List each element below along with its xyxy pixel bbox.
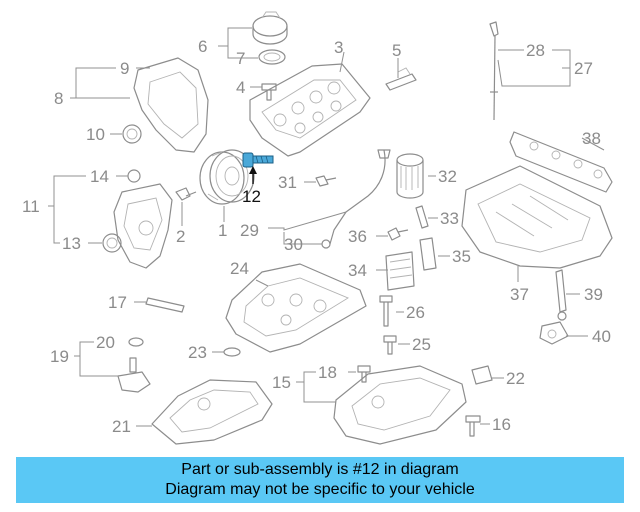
callout-32[interactable]: 32 <box>438 167 457 186</box>
dipstick[interactable] <box>489 21 499 121</box>
callout-25[interactable]: 25 <box>412 335 431 354</box>
callout-2[interactable]: 2 <box>176 227 185 246</box>
callout-14[interactable]: 14 <box>90 167 109 186</box>
callout-40[interactable]: 40 <box>592 327 611 346</box>
callout-16[interactable]: 16 <box>492 415 511 434</box>
cooler-gasket[interactable] <box>419 237 437 271</box>
callout-13[interactable]: 13 <box>62 234 81 253</box>
control-linkage[interactable] <box>555 269 567 321</box>
cap-seal[interactable] <box>258 49 286 65</box>
callout-17[interactable]: 17 <box>108 293 127 312</box>
short-bolt[interactable] <box>383 335 397 355</box>
callout-arrow-12 <box>249 166 257 184</box>
callout-3[interactable]: 3 <box>334 38 343 57</box>
crank-seal-upper[interactable] <box>122 124 142 144</box>
callout-39[interactable]: 39 <box>584 285 603 304</box>
callout-29[interactable]: 29 <box>240 221 259 240</box>
ladder-frame[interactable] <box>225 263 367 353</box>
drain-plug[interactable] <box>471 365 493 385</box>
callout-23[interactable]: 23 <box>188 343 207 362</box>
callout-21[interactable]: 21 <box>112 417 131 436</box>
intake-gasket[interactable] <box>509 131 613 193</box>
intake-manifold[interactable] <box>461 165 613 269</box>
valve-cover[interactable] <box>249 63 371 157</box>
callout-9[interactable]: 9 <box>120 59 129 78</box>
callout-15[interactable]: 15 <box>272 373 291 392</box>
leader-lines <box>48 27 605 427</box>
bracket-bolt[interactable] <box>387 227 409 241</box>
callout-22[interactable]: 22 <box>506 369 525 388</box>
callout-6[interactable]: 6 <box>198 37 207 56</box>
crank-seal-lower[interactable] <box>102 233 122 253</box>
callout-8[interactable]: 8 <box>54 89 63 108</box>
exploded-parts-diagram: 6 7 4 3 5 9 8 10 14 11 13 2 1 12 31 29 3… <box>22 11 613 445</box>
upper-timing-cover[interactable] <box>133 57 209 153</box>
callout-34[interactable]: 34 <box>348 261 367 280</box>
gasket-strip[interactable] <box>145 297 185 313</box>
callout-38[interactable]: 38 <box>582 129 601 148</box>
callout-19[interactable]: 19 <box>50 347 69 366</box>
cover-plug[interactable] <box>127 169 141 183</box>
diagram-caption-banner: Part or sub-assembly is #12 in diagram D… <box>16 457 624 503</box>
callout-24[interactable]: 24 <box>230 259 249 278</box>
callout-labels: 6 7 4 3 5 9 8 10 14 11 13 2 1 12 31 29 3… <box>22 37 611 436</box>
callout-36[interactable]: 36 <box>348 227 367 246</box>
callout-11[interactable]: 11 <box>22 197 40 216</box>
crankshaft-pulley[interactable] <box>199 149 255 205</box>
oil-pan[interactable] <box>333 365 467 445</box>
caption-line-1: Part or sub-assembly is #12 in diagram <box>181 461 459 478</box>
tube-seal[interactable] <box>321 239 331 249</box>
oil-cooler[interactable] <box>385 251 415 291</box>
callout-28[interactable]: 28 <box>526 41 545 60</box>
dipstick-tube[interactable] <box>329 149 391 245</box>
callout-5[interactable]: 5 <box>392 41 401 60</box>
callout-4[interactable]: 4 <box>236 78 245 97</box>
callout-20[interactable]: 20 <box>96 333 115 352</box>
callout-30[interactable]: 30 <box>284 235 303 254</box>
actuator[interactable] <box>539 321 569 345</box>
lower-timing-cover[interactable] <box>113 183 173 269</box>
callout-18[interactable]: 18 <box>318 363 337 382</box>
callout-33[interactable]: 33 <box>440 209 459 228</box>
callout-7[interactable]: 7 <box>236 49 245 68</box>
small-seal[interactable] <box>223 347 241 357</box>
filter-element-pin[interactable] <box>415 205 429 229</box>
cover-bolt[interactable] <box>175 187 197 201</box>
small-bolt[interactable] <box>261 83 277 101</box>
callout-27[interactable]: 27 <box>574 59 593 78</box>
callout-31[interactable]: 31 <box>278 173 297 192</box>
pan-bolt[interactable] <box>357 365 371 383</box>
callout-10[interactable]: 10 <box>86 125 105 144</box>
oil-filter[interactable] <box>396 153 424 199</box>
callout-26[interactable]: 26 <box>406 303 425 322</box>
pan-drain-bolt[interactable] <box>465 415 481 437</box>
callout-37[interactable]: 37 <box>510 285 529 304</box>
long-bolt[interactable] <box>379 295 393 327</box>
stud-bolt[interactable] <box>315 175 337 187</box>
callout-1[interactable]: 1 <box>218 221 227 240</box>
pulley-bolt-highlighted[interactable] <box>242 152 274 168</box>
sensor[interactable] <box>385 67 417 91</box>
oil-level-sensor[interactable] <box>117 357 151 393</box>
callout-35[interactable]: 35 <box>452 247 471 266</box>
caption-line-2: Diagram may not be specific to your vehi… <box>165 481 475 498</box>
o-ring[interactable] <box>128 337 144 347</box>
callout-12[interactable]: 12 <box>242 187 261 206</box>
baffle-plate[interactable] <box>151 379 273 445</box>
oil-filler-cap[interactable] <box>252 11 288 45</box>
